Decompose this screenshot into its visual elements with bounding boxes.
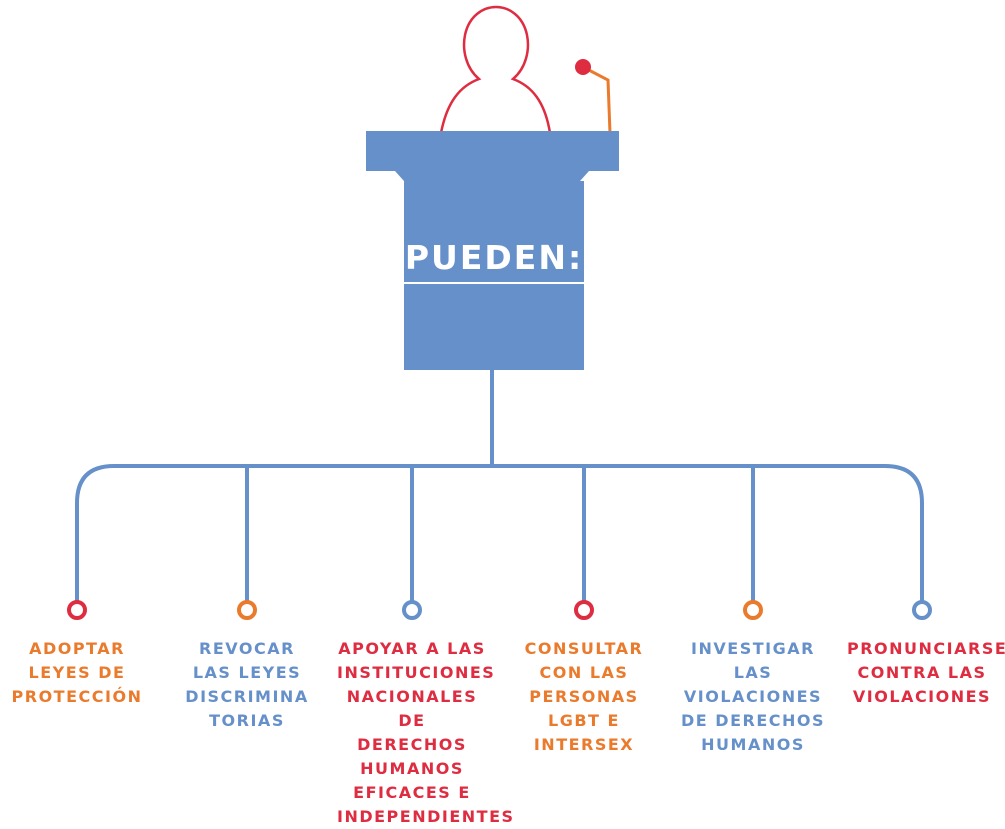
branch-node-6 bbox=[912, 600, 932, 620]
title-underline bbox=[404, 282, 584, 284]
branch-node-5 bbox=[743, 600, 763, 620]
branch-label-6: PRONUNCIARSE CONTRA LAS VIOLACIONES bbox=[847, 639, 1005, 706]
podium-icon bbox=[366, 131, 619, 370]
connector-lines bbox=[75, 370, 924, 603]
branch-label-5: INVESTIGAR LAS VIOLACIONES DE DERECHOS H… bbox=[681, 639, 825, 754]
speaker-person-icon bbox=[439, 5, 552, 134]
branch-nodes bbox=[67, 600, 932, 620]
branch-label-2: REVOCAR LAS LEYES DISCRIMINA TORIAS bbox=[185, 639, 309, 730]
branch-node-4 bbox=[574, 600, 594, 620]
podium-title: PUEDEN: bbox=[404, 238, 584, 277]
branch-node-2 bbox=[237, 600, 257, 620]
branch-node-3 bbox=[402, 600, 422, 620]
microphone-icon bbox=[575, 59, 612, 134]
branch-label-4: CONSULTAR CON LAS PERSONAS LGBT E INTERS… bbox=[524, 639, 644, 754]
branch-node-1 bbox=[67, 600, 87, 620]
branch-label-3: APOYAR A LAS INSTITUCIONES NACIONALES DE… bbox=[337, 639, 515, 826]
branch-label-1: ADOPTAR LEYES DE PROTECCIÓN bbox=[11, 639, 143, 706]
